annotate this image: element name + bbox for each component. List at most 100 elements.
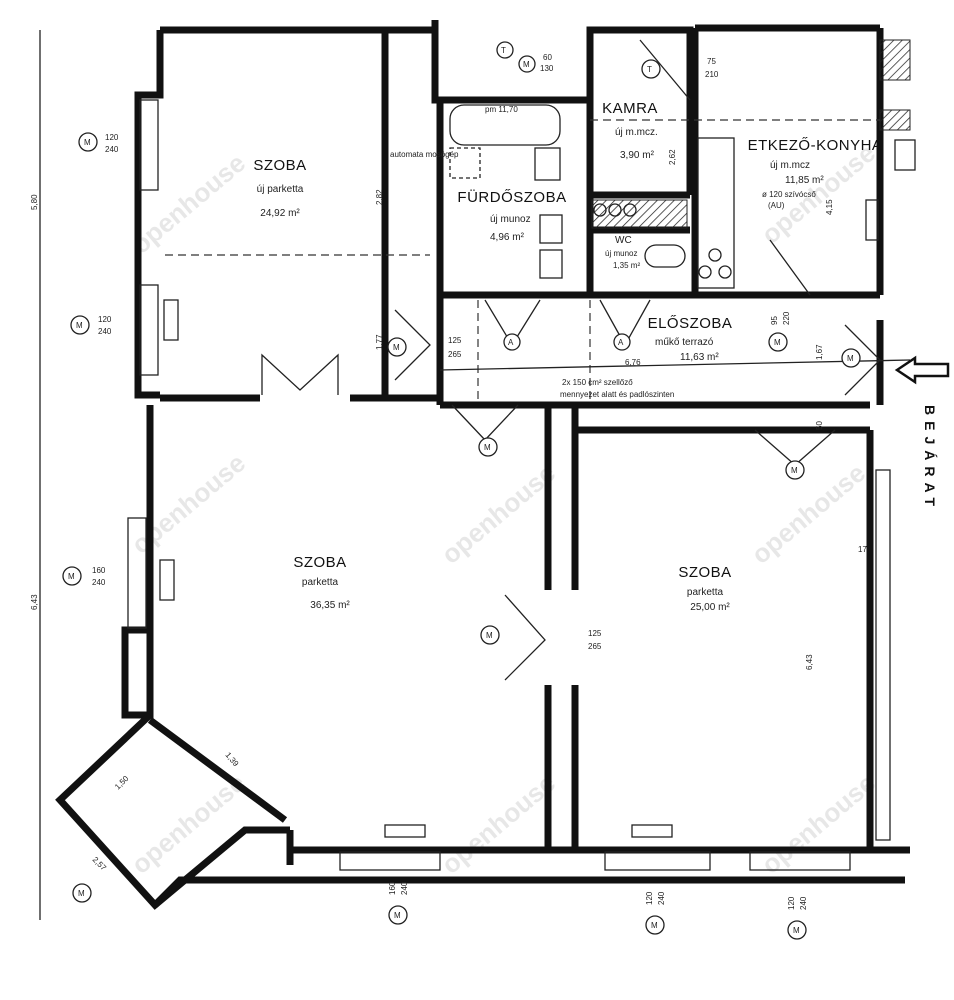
svg-text:120: 120: [105, 133, 119, 142]
opening-marker: T: [496, 41, 514, 59]
fixtures: [159, 104, 916, 838]
doors: [261, 39, 881, 681]
room-name: SZOBA: [293, 554, 346, 571]
svg-text:M: M: [68, 572, 75, 581]
radiator: [894, 139, 916, 171]
svg-text:240: 240: [799, 896, 808, 910]
svg-text:M: M: [78, 889, 85, 898]
dimension: 50: [815, 421, 824, 430]
svg-text:A: A: [508, 338, 514, 347]
svg-text:M: M: [484, 443, 491, 452]
dimension: 1,50: [113, 774, 131, 792]
svg-text:240: 240: [92, 578, 106, 587]
dimension: 6,43: [30, 594, 39, 610]
svg-text:60: 60: [543, 53, 552, 62]
opening-marker: M: [785, 460, 805, 480]
svg-text:M: M: [76, 321, 83, 330]
walls: [55, 20, 910, 910]
dimension: 5,80: [30, 194, 39, 210]
svg-text:210: 210: [705, 70, 719, 79]
watermarks: openhouse openhouse openhouse openhouse …: [126, 138, 882, 880]
watermark: openhouse: [126, 448, 252, 560]
room-szoba-1: SZOBA új parketta 24,92 m²: [253, 157, 306, 219]
kitchen-note: ø 120 szívócső: [762, 190, 816, 199]
room-area: 1,35 m²: [613, 261, 640, 270]
kitchen-counter: [697, 137, 735, 289]
watermark: openhouse: [746, 458, 872, 570]
svg-text:M: M: [793, 926, 800, 935]
svg-text:M: M: [84, 138, 91, 147]
svg-text:M: M: [774, 338, 781, 347]
svg-text:M: M: [847, 354, 854, 363]
opening-marker: A: [503, 333, 521, 351]
svg-text:120: 120: [98, 315, 112, 324]
room-name: ELŐSZOBA: [648, 315, 733, 332]
room-furdoszoba: FÜRDŐSZOBA új munoz 4,96 m² automata mos…: [390, 105, 566, 243]
radiator: [159, 559, 175, 601]
room-area: 11,85 m²: [785, 175, 824, 186]
sink: [534, 147, 561, 181]
tub-label: pm 11,70: [485, 105, 518, 114]
opening-marker: M: [72, 883, 92, 903]
room-floor: új m.mcz.: [615, 127, 658, 138]
room-floor: parketta: [687, 587, 724, 598]
room-name: KAMRA: [602, 100, 658, 117]
svg-text:220: 220: [782, 311, 791, 325]
watermark: openhouse: [126, 148, 252, 260]
vent-note: mennyezet alatt és padlószinten: [560, 390, 674, 399]
svg-text:265: 265: [588, 642, 602, 651]
room-area: 36,35 m²: [310, 600, 350, 611]
toilet: [644, 244, 686, 268]
svg-text:125: 125: [588, 629, 602, 638]
sink: [539, 214, 563, 244]
opening-marker: M 120 240: [78, 132, 119, 154]
svg-text:125: 125: [448, 336, 462, 345]
room-name: FÜRDŐSZOBA: [457, 188, 566, 206]
room-floor: műkő terrazó: [655, 337, 714, 348]
watermark: openhouse: [756, 768, 882, 880]
svg-text:265: 265: [448, 350, 462, 359]
room-area: 24,92 m²: [260, 208, 300, 219]
room-szoba-2: SZOBA parketta 36,35 m²: [293, 554, 350, 611]
svg-text:M: M: [523, 60, 530, 69]
sink: [539, 249, 563, 279]
room-szoba-3: SZOBA parketta 25,00 m²: [678, 564, 731, 613]
entrance-label: BEJÁRAT: [922, 405, 938, 512]
washing-machine: [449, 147, 481, 179]
svg-text:75: 75: [707, 57, 716, 66]
svg-text:A: A: [618, 338, 624, 347]
dimension: 2,57: [91, 855, 109, 873]
svg-text:120: 120: [645, 891, 654, 905]
watermark: openhouse: [436, 768, 562, 880]
opening-marker: A: [613, 333, 631, 351]
svg-text:120: 120: [787, 896, 796, 910]
svg-text:T: T: [501, 46, 506, 55]
bathtub: [449, 104, 561, 146]
room-floor: parketta: [302, 577, 339, 588]
room-floor: új munoz: [490, 214, 531, 225]
dimension: 6,76: [625, 358, 641, 367]
opening-marker: M 125 265: [387, 336, 462, 359]
chimney: [879, 39, 911, 81]
svg-text:95: 95: [770, 316, 779, 325]
room-name: SZOBA: [678, 564, 731, 581]
room-wc: WC új munoz 1,35 m²: [605, 235, 640, 270]
room-floor: új m.mcz: [770, 160, 810, 171]
shaft: [591, 199, 688, 229]
room-area: 25,00 m²: [690, 602, 730, 613]
chimney: [879, 109, 911, 131]
room-name: WC: [615, 235, 632, 246]
room-name: SZOBA: [253, 157, 306, 174]
room-floor: új parketta: [257, 184, 304, 195]
svg-text:M: M: [393, 343, 400, 352]
svg-text:240: 240: [105, 145, 119, 154]
